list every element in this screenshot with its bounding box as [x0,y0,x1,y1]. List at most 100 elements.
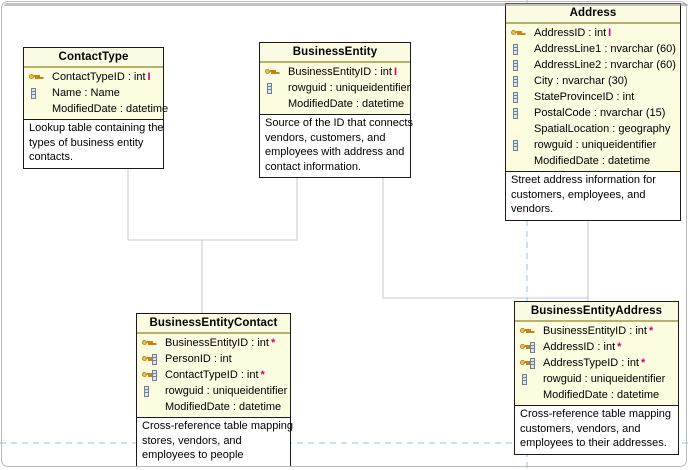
attribute-label: SpatialLocation : geography [534,123,671,135]
attribute-label: AddressLine2 : nvarchar (60) [534,59,676,71]
foreign-key-icon [519,357,541,370]
description-line: employees with address and [265,146,405,158]
description-line: contact information. [265,160,361,173]
attribute-label: rowguid : uniqueidentifier [534,139,657,151]
attribute-marker: I [147,71,151,83]
attribute-label: ContactTypeID : int [165,369,259,381]
attribute-label: BusinessEntityID : int [543,325,647,337]
description-line: vendors, customers, and [265,131,386,144]
attribute-row[interactable]: PostalCode : nvarchar (15) [506,105,680,121]
attribute-row[interactable]: AddressLine1 : nvarchar (60) [506,41,680,57]
attribute-label: rowguid : uniqueidentifier [543,373,666,385]
attribute-row[interactable]: AddressTypeID : int* [515,355,678,371]
connector-contacttype-to-bec[interactable] [127,166,203,313]
attribute-list-business-entity-address: BusinessEntityID : int*AddressID : int*A… [515,322,678,406]
column-icon [519,373,541,386]
attribute-row[interactable]: AddressID : int* [515,339,678,355]
attribute-label: BusinessEntityID : int [165,337,269,349]
description-line: stores, vendors, and [142,434,242,447]
connector-businessentity-to-bec[interactable] [202,163,298,241]
description-line: Lookup table containing the [29,122,164,134]
attribute-row[interactable]: ModifiedDate : datetime [515,387,678,403]
description-line: Cross-reference table mapping [142,420,294,432]
attribute-marker: I [393,66,397,78]
attribute-label: AddressID : int [543,341,616,353]
primary-key-icon [519,325,541,338]
attribute-marker: * [648,325,654,337]
no-icon-spacer [510,155,532,168]
attribute-row[interactable]: PersonID : int [137,351,290,367]
entity-description-business-entity-contact: Cross-reference table mapping stores, ven… [137,418,294,466]
no-icon-spacer [141,401,163,414]
foreign-key-icon [141,369,163,382]
description-line: Cross-reference table mapping [520,408,672,420]
attribute-row[interactable]: ModifiedDate : datetime [137,399,290,415]
no-icon-spacer [264,98,286,111]
column-icon [510,91,532,104]
description-line: types of business entity [29,136,144,149]
attribute-marker: * [617,341,622,353]
no-icon-spacer [519,389,541,402]
column-icon [510,107,532,120]
attribute-row[interactable]: ModifiedDate : datetime [260,96,410,112]
attribute-label: AddressLine1 : nvarchar (60) [534,43,676,55]
attribute-marker: * [270,337,276,349]
attribute-row[interactable]: AddressLine2 : nvarchar (60) [506,57,680,73]
attribute-label: ModifiedDate : datetime [543,389,660,401]
attribute-label: BusinessEntityID : int [288,66,392,78]
attribute-label: ModifiedDate : datetime [288,98,405,110]
attribute-row[interactable]: rowguid : uniqueidentifier [506,137,680,153]
entity-title-contact-type: ContactType [24,48,163,68]
column-icon [510,43,532,56]
attribute-label: ModifiedDate : datetime [165,401,282,413]
description-line: employees to their addresses. [520,437,667,449]
description-line: customers, employees, and [511,188,646,201]
entity-title-address: Address [506,4,680,24]
attribute-marker: * [260,369,265,381]
entity-title-business-entity-address: BusinessEntityAddress [515,302,678,322]
description-line: vendors. [511,203,554,215]
attribute-label: ModifiedDate : datetime [534,155,651,167]
attribute-row[interactable]: StateProvinceID : int [506,89,680,105]
attribute-row[interactable]: ModifiedDate : datetime [24,101,168,117]
attribute-row[interactable]: BusinessEntityID : int* [137,335,290,351]
attribute-row[interactable]: ModifiedDate : datetime [506,153,680,169]
attribute-row[interactable]: SpatialLocation : geography [506,121,680,137]
attribute-row[interactable]: rowguid : uniqueidentifier [515,371,678,387]
attribute-label: ContactTypeID : int [52,71,146,83]
primary-key-icon [510,27,532,40]
column-icon [264,82,286,95]
relationship-connectors [127,163,589,313]
attribute-row[interactable]: BusinessEntityID : int* [515,323,678,339]
foreign-key-icon [141,353,163,366]
attribute-row[interactable]: Name : Name [24,85,163,101]
attribute-label: AddressTypeID : int [543,357,639,369]
attribute-label: Name : Name [52,87,120,99]
primary-key-icon [141,337,163,350]
attribute-label: rowguid : uniqueidentifier [288,82,411,94]
description-line: customers, vendors, and [520,422,641,435]
attribute-row[interactable]: rowguid : uniqueidentifier [137,383,290,399]
no-icon-spacer [510,123,532,136]
column-icon [510,75,532,88]
attribute-row[interactable]: City : nvarchar (30) [506,73,680,89]
attribute-row[interactable]: ContactTypeID : int* [137,367,290,383]
primary-key-icon [28,71,50,84]
attribute-marker: I [608,27,612,39]
column-icon [28,87,50,100]
attribute-label: StateProvinceID : int [534,91,635,103]
attribute-row[interactable]: rowguid : uniqueidentifier [260,80,410,96]
